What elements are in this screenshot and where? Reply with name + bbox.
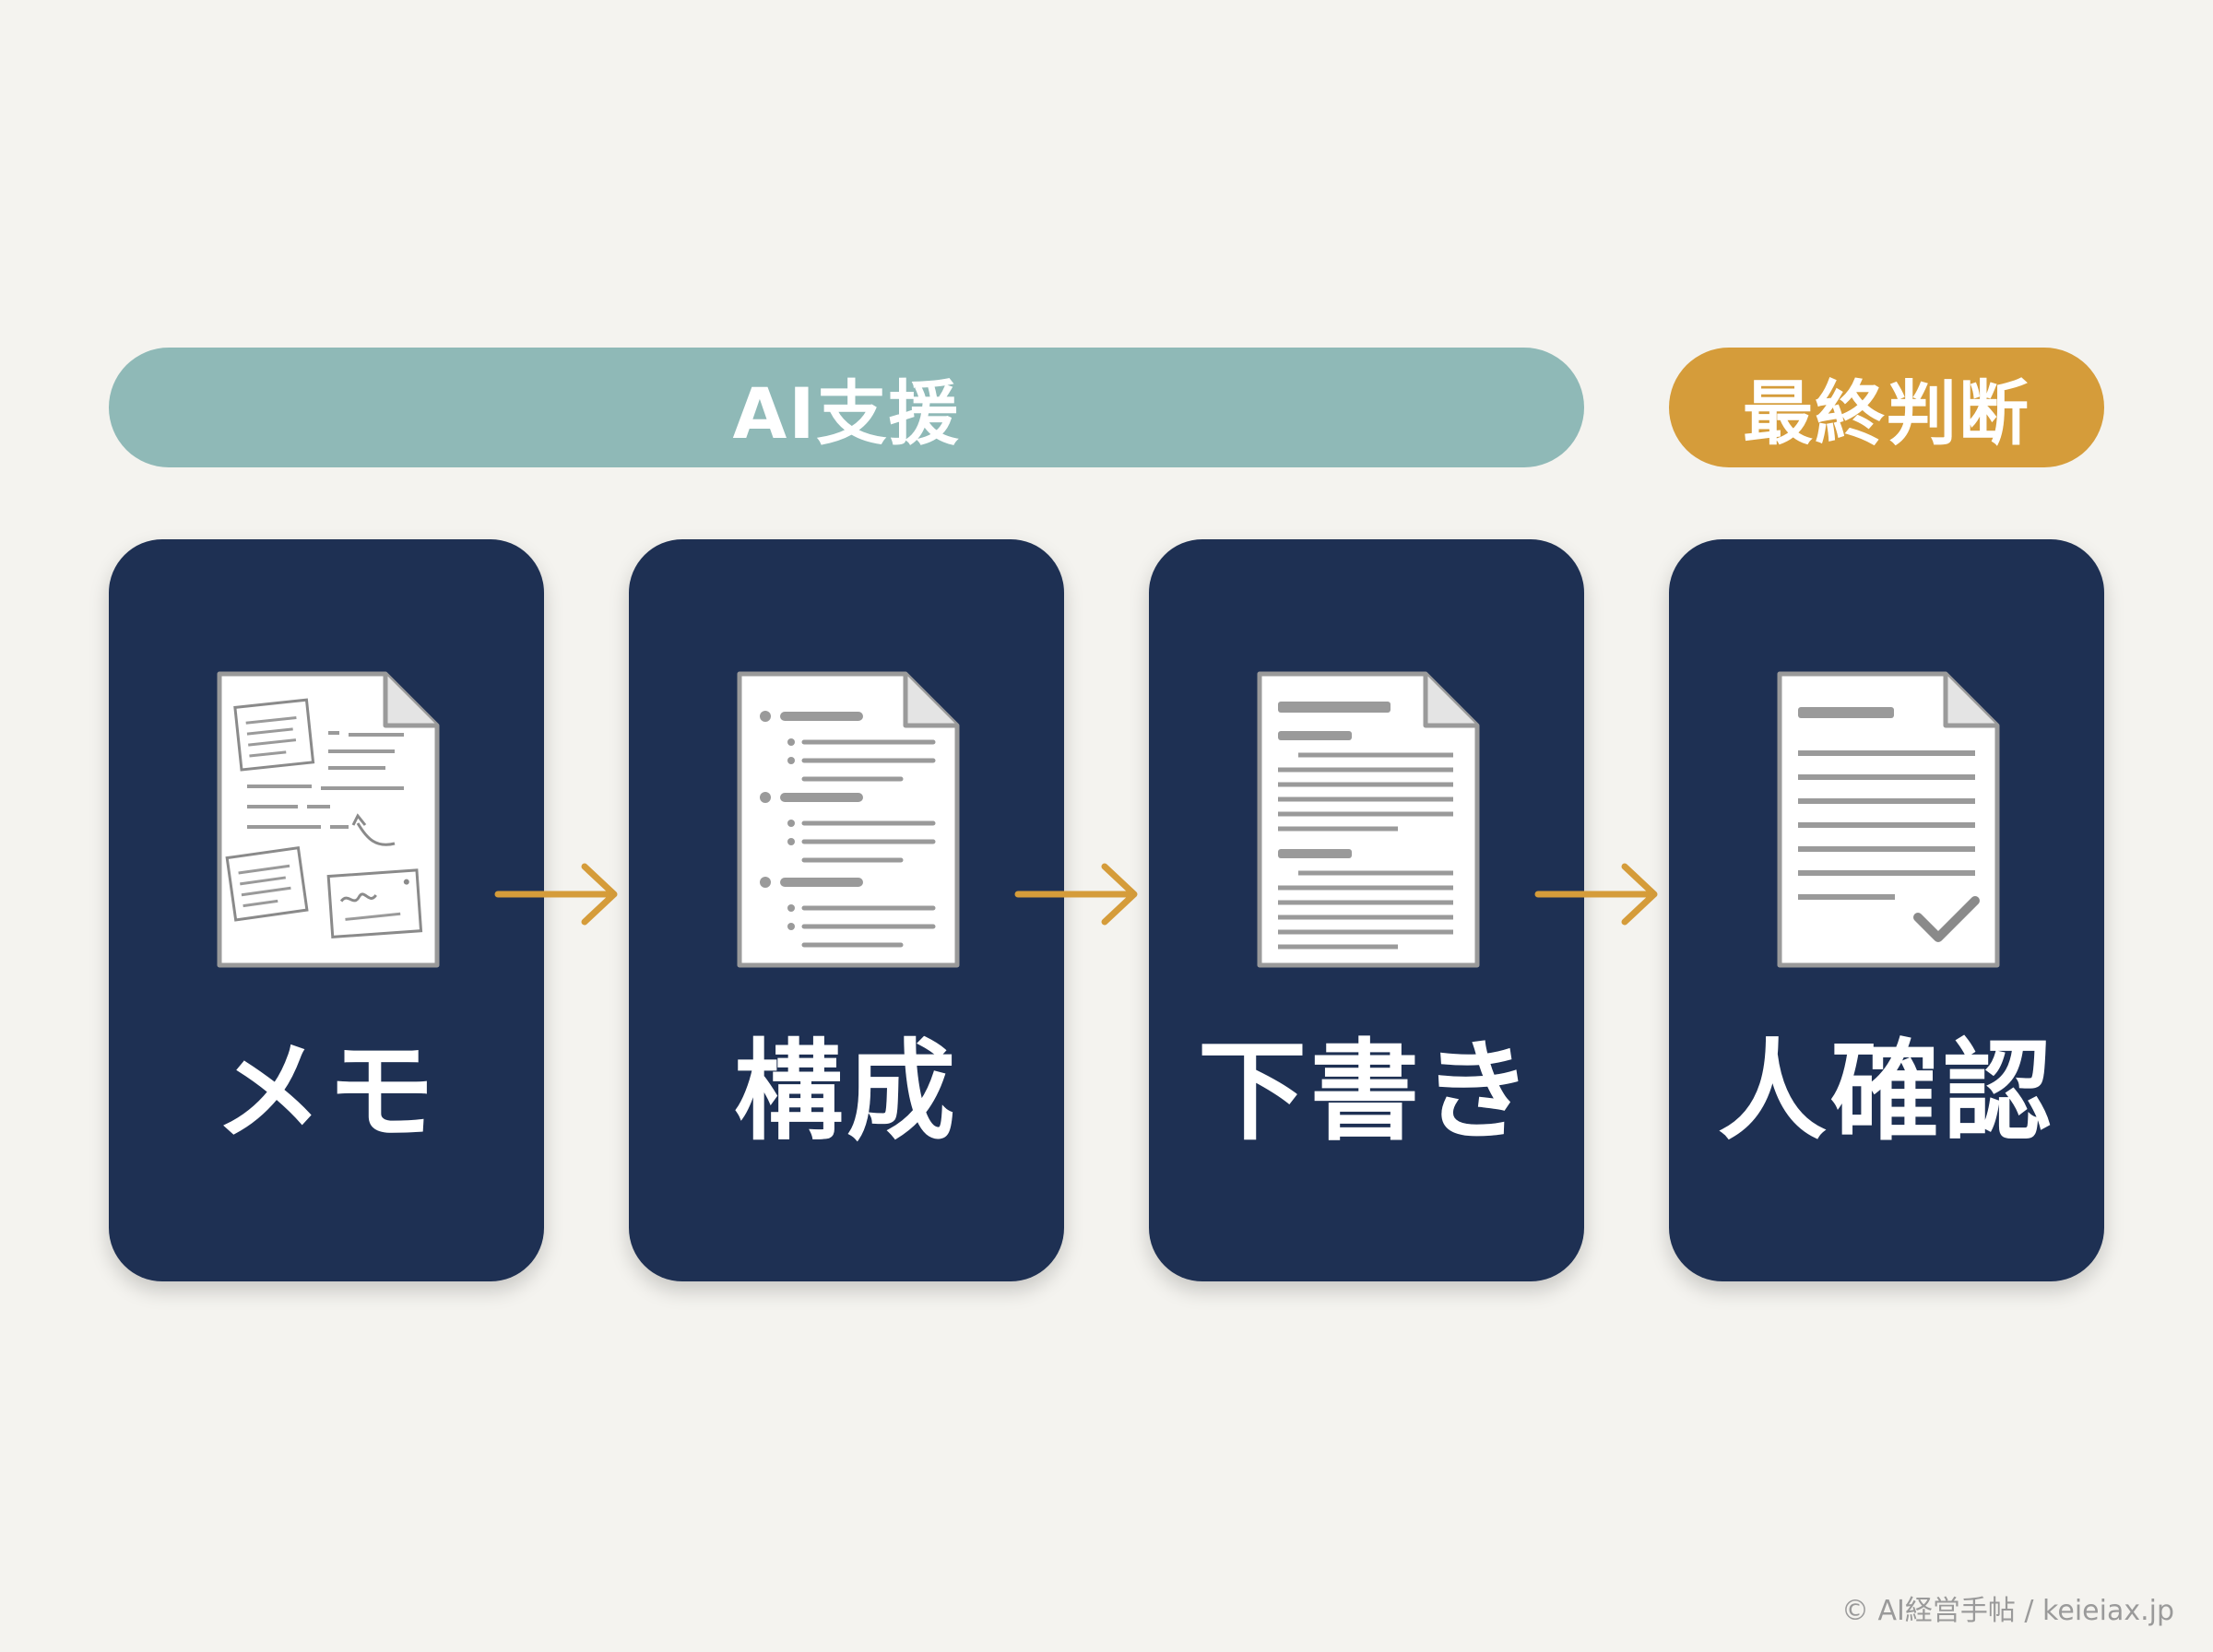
step-card-human-check: 人確認 — [1669, 539, 2104, 1281]
step-card-memo: メモ — [109, 539, 544, 1281]
step-label-memo: メモ — [213, 1028, 439, 1155]
arrow-right-icon — [494, 857, 623, 931]
checked-document-icon — [1770, 668, 2003, 973]
credit-text: © AI経営手帖 / keieiax.jp — [1840, 1595, 2174, 1627]
final-decision-banner: 最終判断 — [1669, 348, 2104, 467]
outline-document-icon — [730, 668, 963, 973]
step-card-outline: 構成 — [629, 539, 1064, 1281]
step-card-draft: 下書き — [1149, 539, 1584, 1281]
memo-notes-document-icon — [210, 668, 443, 973]
arrow-right-icon — [1534, 857, 1663, 931]
draft-document-icon — [1250, 668, 1483, 973]
step-label-outline: 構成 — [733, 1028, 959, 1155]
ai-support-banner: AI支援 — [109, 348, 1584, 467]
step-label-draft: 下書き — [1197, 1028, 1535, 1155]
step-label-human-check: 人確認 — [1717, 1028, 2055, 1155]
arrow-right-icon — [1014, 857, 1143, 931]
